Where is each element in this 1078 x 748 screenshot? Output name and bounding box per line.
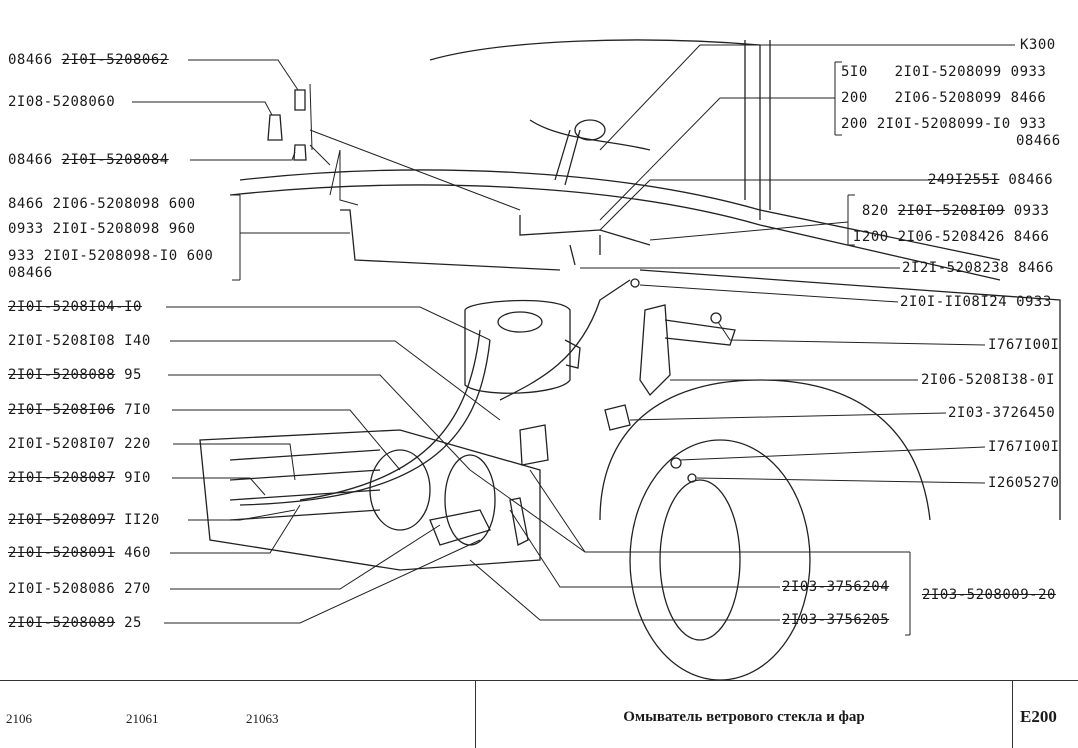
part-label: 820 2I0I-5208I09 0933 <box>853 203 1050 219</box>
part-label: I2605270 <box>988 475 1060 491</box>
part-label: 2I0I-II08I24 0933 <box>900 294 1052 310</box>
part-label: 08466 <box>1016 133 1061 149</box>
part-label: 2I0I-5208089 25 <box>8 615 142 631</box>
part-label: 5I0 2I0I-5208099 0933 <box>841 64 1047 80</box>
part-label: 2I0I-5208088 95 <box>8 367 142 383</box>
part-label: 200 2I0I-5208099-I0 933 <box>841 116 1047 132</box>
part-label: 8466 2I06-5208098 600 <box>8 196 196 212</box>
part-label: 2I2I-5208238 8466 <box>902 260 1054 276</box>
model-number: 2106 <box>6 711 32 726</box>
page-title: Омыватель ветрового стекла и фар <box>623 709 865 725</box>
part-label: I200 2I06-5208426 8466 <box>853 229 1050 245</box>
part-label: 2I0I-5208086 270 <box>8 581 151 597</box>
part-label: 2I0I-5208I08 I40 <box>8 333 151 349</box>
part-label: 2I0I-5208I06 7I0 <box>8 402 151 418</box>
part-label: 0933 2I0I-5208098 960 <box>8 221 196 237</box>
part-label: 2I03-3756204 <box>782 579 890 595</box>
vehicle-outline <box>199 39 1061 680</box>
footer-divider <box>1012 681 1013 748</box>
part-label: 249I255I 08466 <box>928 172 1054 188</box>
leader-lines <box>132 44 1015 636</box>
part-label: 2I0I-5208091 460 <box>8 545 151 561</box>
part-label: 2I03-5208009-20 <box>922 587 1056 603</box>
part-label: 2I08-5208060 <box>8 94 116 110</box>
footer-divider <box>475 681 476 748</box>
part-label: 08466 <box>8 265 53 281</box>
part-label: K300 <box>1020 37 1056 53</box>
part-label: I767I00I <box>988 439 1060 455</box>
part-label: 2I03-3756205 <box>782 612 890 628</box>
part-label: 200 2I06-5208099 8466 <box>841 90 1047 106</box>
part-label: I767I00I <box>988 337 1060 353</box>
part-label: 2I0I-5208I04-I0 <box>8 299 142 315</box>
part-label: 2I03-3726450 <box>948 405 1056 421</box>
model-number: 21061 <box>126 711 159 726</box>
catalog-footer: 2106 21061 21063 Омыватель ветрового сте… <box>0 680 1078 748</box>
part-label: 08466 2I0I-5208084 <box>8 152 169 168</box>
page-code: E200 <box>1020 707 1057 726</box>
part-label: 2I0I-5208I07 220 <box>8 436 151 452</box>
part-label: 2I06-5208I38-0I <box>921 372 1055 388</box>
part-label: 2I0I-5208097 II20 <box>8 512 160 528</box>
parts-diagram: 08466 2I0I-5208062 2I08-5208060 08466 2I… <box>8 37 1061 680</box>
part-label: 2I0I-5208087 9I0 <box>8 470 151 486</box>
part-label: 933 2I0I-5208098-I0 600 <box>8 248 214 264</box>
diagram-drawing <box>132 39 1061 680</box>
model-number: 21063 <box>246 711 279 726</box>
part-label: 08466 2I0I-5208062 <box>8 52 169 68</box>
